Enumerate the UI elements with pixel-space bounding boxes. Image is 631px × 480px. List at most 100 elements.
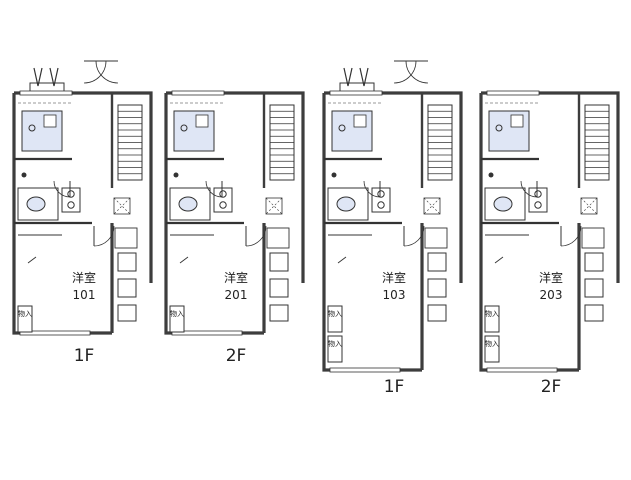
- chair-icon: [427, 304, 447, 322]
- room-door-swing: [93, 225, 115, 247]
- chair-icon: [269, 278, 289, 298]
- floor-label: 1F: [384, 377, 405, 397]
- basin-icon: [338, 124, 346, 132]
- toilet-bowl: [493, 196, 513, 212]
- balcony: [339, 60, 429, 94]
- toilet-bowl: [178, 196, 198, 212]
- window: [329, 367, 401, 373]
- burner-icon: [534, 190, 542, 198]
- stove-icon: [371, 187, 391, 213]
- burner-icon: [534, 201, 542, 209]
- balcony-post: [359, 67, 369, 87]
- window: [486, 90, 540, 96]
- washer-icon: [113, 197, 131, 215]
- washer-icon: [265, 197, 283, 215]
- room-number-label: 101: [73, 288, 96, 302]
- closet-line: [485, 234, 529, 264]
- washer-cross: [265, 197, 283, 215]
- corridor-door-top-swing: [95, 60, 119, 84]
- room-type-label: 洋室: [224, 270, 248, 285]
- room-number-label: 201: [225, 288, 248, 302]
- cabinet-icon: [424, 227, 448, 249]
- chair-icon: [427, 252, 447, 272]
- toilet: [17, 172, 59, 221]
- bathroom: [328, 102, 382, 152]
- storage-closet: [484, 305, 500, 333]
- storage-closet: [484, 335, 500, 363]
- room-type-label: 洋室: [539, 270, 563, 285]
- stove-icon: [528, 187, 548, 213]
- room-number-label: 103: [383, 288, 406, 302]
- drain-icon: [331, 172, 337, 178]
- wc-door-swing: [53, 180, 71, 198]
- chair-icon: [117, 278, 137, 298]
- chair-icon: [117, 304, 137, 322]
- toilet-bowl: [26, 196, 46, 212]
- room-door-swing: [560, 225, 582, 247]
- storage-closet: [327, 305, 343, 333]
- corridor-door-top-swing: [405, 60, 429, 84]
- room-number-label: 203: [540, 288, 563, 302]
- storage-label: 物入: [328, 309, 342, 318]
- bath-drain: [353, 114, 367, 128]
- window: [486, 367, 558, 373]
- washer-icon: [580, 197, 598, 215]
- basin-icon: [495, 124, 503, 132]
- entry-door-top-swing: [83, 60, 107, 84]
- wc-door-swing: [520, 180, 538, 198]
- window: [19, 330, 91, 336]
- room-type-label: 洋室: [382, 270, 406, 285]
- room-door-swing: [403, 225, 425, 247]
- chair-icon: [584, 278, 604, 298]
- washer-cross: [265, 197, 283, 215]
- storage-label: 物入: [170, 309, 184, 318]
- burner-icon: [377, 201, 385, 209]
- cabinet-icon: [581, 227, 605, 249]
- window: [329, 90, 383, 96]
- burner-icon: [219, 190, 227, 198]
- wc-door-swing: [205, 180, 223, 198]
- window: [171, 90, 225, 96]
- washer-cross: [580, 197, 598, 215]
- toilet: [169, 172, 211, 221]
- balcony: [29, 60, 119, 94]
- storage-label: 物入: [485, 339, 499, 348]
- washer-cross: [113, 197, 131, 215]
- drain-icon: [21, 172, 27, 178]
- floor-label: 2F: [226, 346, 247, 366]
- stove-icon: [61, 187, 81, 213]
- entry-door-top-swing: [393, 60, 417, 84]
- burner-icon: [219, 201, 227, 209]
- chair-icon: [117, 252, 137, 272]
- cabinet-icon: [114, 227, 138, 249]
- burner-icon: [67, 190, 75, 198]
- washer-cross: [423, 197, 441, 215]
- kitchen: [371, 187, 441, 215]
- cabinet-icon: [266, 227, 290, 249]
- unit-plan-201: 物入 洋室 201 2F: [164, 90, 305, 366]
- toilet-bowl: [336, 196, 356, 212]
- balcony-post: [33, 67, 43, 87]
- closet-line: [328, 234, 372, 264]
- room-door-swing: [245, 225, 267, 247]
- wc-door-swing: [363, 180, 381, 198]
- bath-drain: [510, 114, 524, 128]
- bathroom: [170, 102, 224, 152]
- storage-closet: [169, 305, 185, 333]
- stove-icon: [213, 187, 233, 213]
- room-type-label: 洋室: [72, 270, 96, 285]
- bath-drain: [195, 114, 209, 128]
- washer-cross: [113, 197, 131, 215]
- storage-label: 物入: [328, 339, 342, 348]
- toilet: [327, 172, 369, 221]
- chair-icon: [269, 252, 289, 272]
- basin-icon: [180, 124, 188, 132]
- bath-drain: [43, 114, 57, 128]
- bathroom: [18, 102, 72, 152]
- burner-icon: [67, 201, 75, 209]
- balcony-post: [343, 67, 353, 87]
- storage-label: 物入: [485, 309, 499, 318]
